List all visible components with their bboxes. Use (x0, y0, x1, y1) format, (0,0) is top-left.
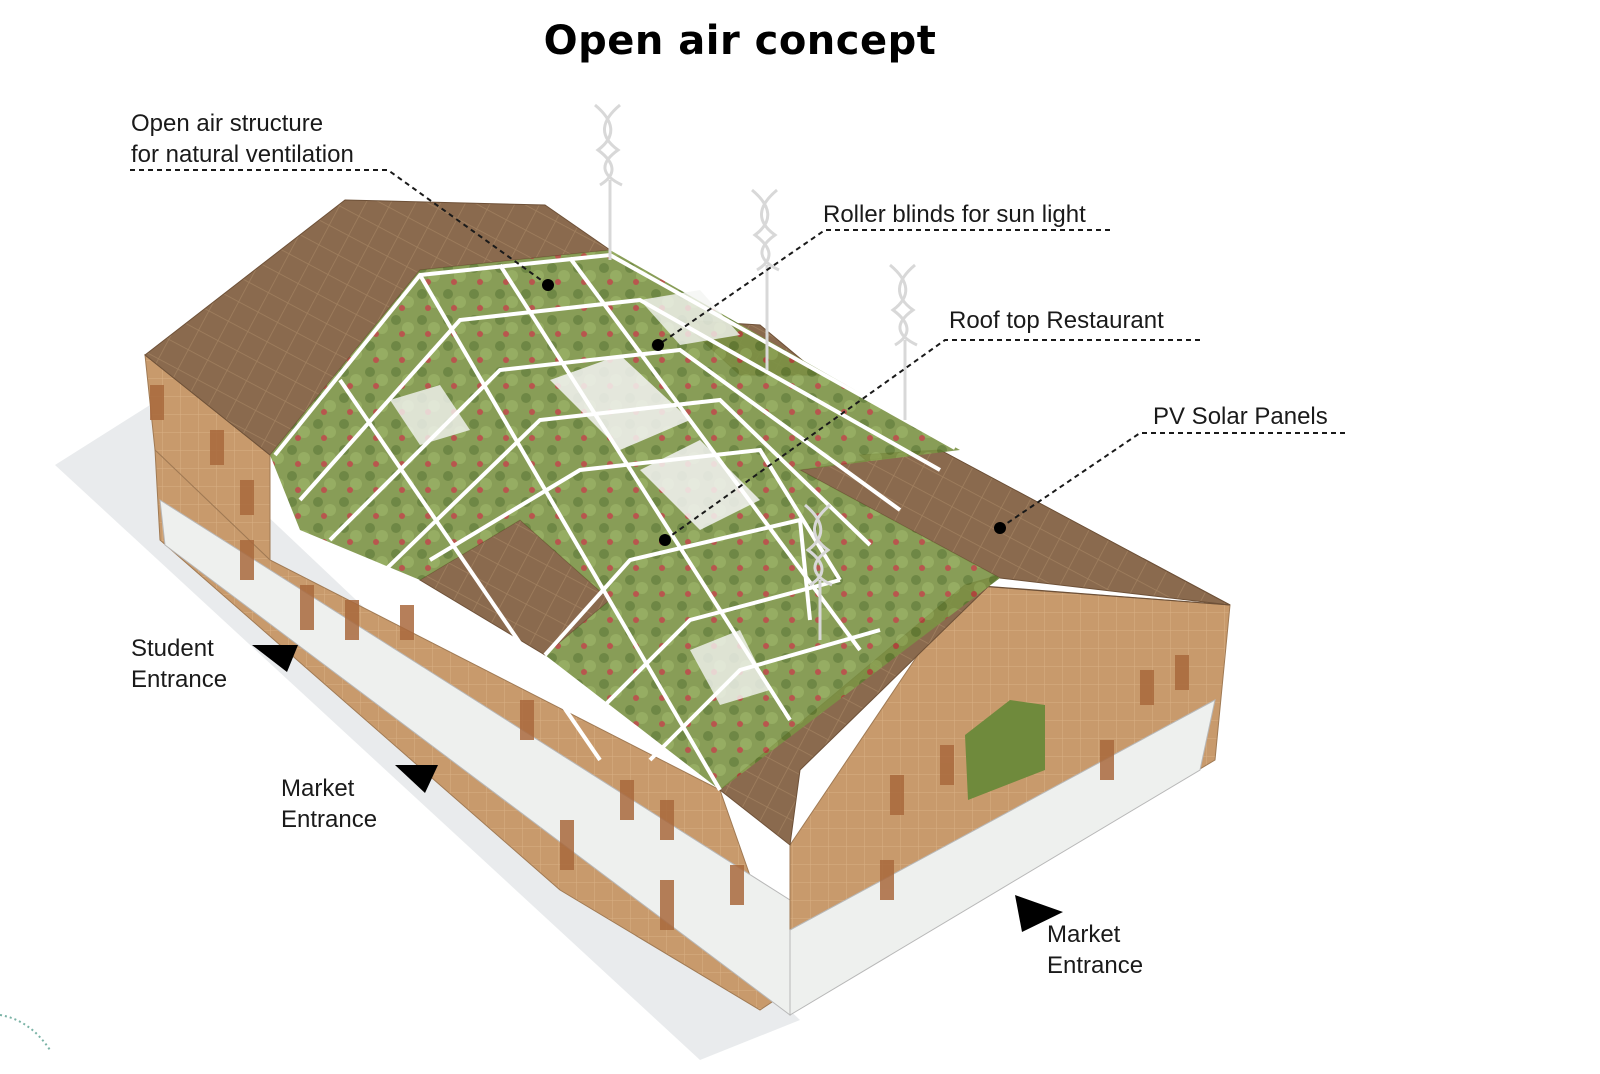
roof-frame-structure (273, 252, 956, 792)
dot-solar (994, 522, 1006, 534)
leader-solar (999, 432, 1345, 529)
glass-pane (690, 630, 770, 705)
callout-label-blinds: Roller blinds for sun light (823, 201, 1086, 228)
gable-opening (965, 700, 1045, 800)
glass-pane (550, 355, 690, 450)
entrance-arrows (252, 645, 1063, 932)
entrance-label-market-left: Market Entrance (281, 775, 378, 833)
callout-leaders (130, 169, 1345, 541)
arrow-market-entrance-right (1015, 895, 1063, 932)
callout-label-solar: PV Solar Panels (1153, 403, 1328, 430)
diagram-title: Open air concept (543, 18, 937, 64)
wind-turbines (594, 103, 918, 640)
glass-pane (390, 385, 470, 445)
entrance-label-market-right: Market Entrance (1047, 921, 1144, 979)
leader-blinds (657, 229, 1110, 346)
leader-restaurant (664, 339, 1200, 541)
callout-label-structure: Open air structure for natural ventilati… (131, 110, 354, 168)
arrow-student-entrance (252, 645, 298, 672)
entrance-label-student: Student Entrance (131, 635, 228, 693)
callout-dots (542, 279, 1006, 546)
leader-structure (130, 169, 549, 286)
glass-pane (640, 290, 740, 345)
glass-pane (640, 440, 760, 530)
dot-blinds (652, 339, 664, 351)
dot-structure (542, 279, 554, 291)
facade-shutters (150, 385, 1189, 930)
callout-label-restaurant: Roof top Restaurant (949, 307, 1164, 334)
open-air-roof-greenery (270, 250, 1000, 790)
arrow-market-entrance-left (395, 765, 438, 793)
decorative-dotted-curve (0, 1014, 51, 1051)
dot-restaurant (659, 534, 671, 546)
